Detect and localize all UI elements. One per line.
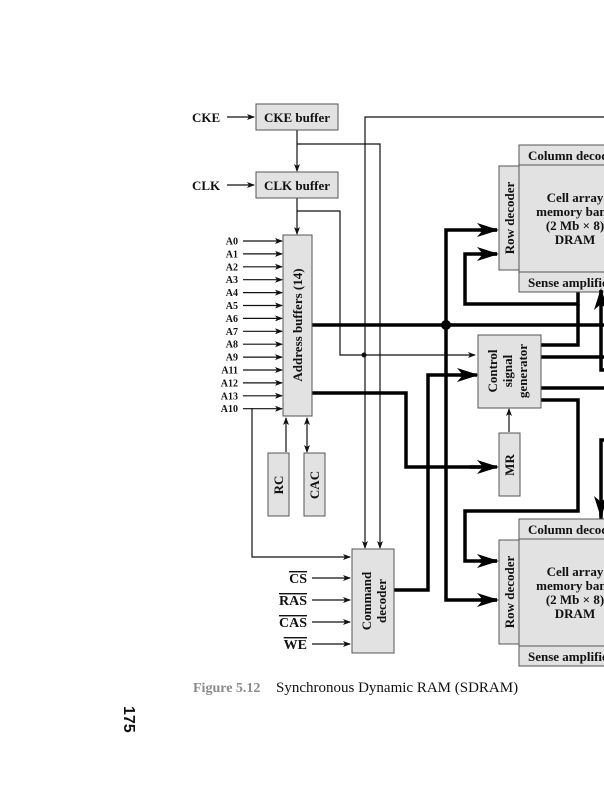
clk-buffer: CLK buffer <box>255 171 339 199</box>
thin-wires <box>227 114 604 560</box>
figure-title: Synchronous Dynamic RAM (SDRAM) <box>276 680 518 696</box>
command-decoder-label-1: Command <box>359 571 374 630</box>
address-input-arrows <box>243 238 283 412</box>
control-label-3: generator <box>515 344 530 398</box>
cke-input-label: CKE <box>192 110 220 125</box>
cell-array-top-line-1: Cell array <box>547 190 604 205</box>
junction-dot <box>361 352 367 358</box>
address-buffers: Address buffers (14) <box>282 234 313 417</box>
address-line-label: A2 <box>226 262 238 273</box>
address-line-label: A4 <box>226 288 238 299</box>
address-to-mr-bus <box>312 391 480 469</box>
clk-input-label: CLK <box>192 178 221 193</box>
memory-bank-top: Column decoder Row decoder Cell array me… <box>498 144 604 293</box>
address-line-label: A13 <box>221 391 238 402</box>
command-decoder-label-2: decoder <box>374 579 389 623</box>
row-decoder-top-label: Row decoder <box>502 181 517 254</box>
address-line-label: A8 <box>226 340 238 351</box>
cell-array-bottom-line-2: memory bank <box>536 578 604 593</box>
page-number: 175 <box>120 706 137 733</box>
cell-array-top-line-3: (2 Mb × 8) <box>546 218 604 233</box>
bottom-loop-bus <box>463 398 580 563</box>
control-input-arrows <box>312 575 351 647</box>
mr-label: MR <box>502 454 517 476</box>
sense-amplifier-bottom-label: Sense amplifier <box>528 649 604 664</box>
column-decoder-top-label: Column decoder <box>528 148 604 163</box>
column-decoder-bottom-label: Column decoder <box>528 522 604 537</box>
address-line-label: A5 <box>226 301 238 312</box>
rc-block: RC <box>267 452 290 517</box>
address-line-label: A1 <box>226 249 238 260</box>
control-line-label: WE <box>284 638 307 653</box>
command-decoder: Command decoder <box>351 548 395 654</box>
cac-label: CAC <box>307 471 322 499</box>
control-line-label: CS <box>289 572 307 587</box>
command-to-control-bus <box>394 373 470 592</box>
rc-label: RC <box>271 476 286 495</box>
mr-block: MR <box>498 432 521 497</box>
right-bus-up <box>599 282 604 372</box>
cell-array-bottom-line-1: Cell array <box>547 564 604 579</box>
cell-array-bottom-line-3: (2 Mb × 8) <box>546 592 604 607</box>
control-label-1: Control <box>485 349 500 392</box>
control-signal-generator: Control signal generator <box>477 334 542 409</box>
sense-amplifier-top-label: Sense amplifier <box>528 275 604 290</box>
address-buffers-label: Address buffers (14) <box>290 268 305 381</box>
clk-to-control-wire <box>297 210 476 358</box>
address-line-label: A0 <box>226 237 238 248</box>
row-decoder-bottom-label: Row decoder <box>502 555 517 628</box>
thick-buses <box>312 223 604 607</box>
address-line-label: A9 <box>226 353 238 364</box>
address-line-label: A12 <box>221 378 238 389</box>
control-out-1 <box>541 304 580 347</box>
cell-array-top-line-2: memory bank <box>536 204 604 219</box>
cke-buffer: CKE buffer <box>255 103 339 131</box>
figure-number: Figure 5.12 <box>193 681 260 696</box>
control-line-label: CAS <box>279 616 307 631</box>
cell-array-bottom-line-4: DRAM <box>555 606 595 621</box>
address-line-label: A7 <box>226 327 238 338</box>
address-line-label: A3 <box>226 275 238 286</box>
cell-array-top-line-4: DRAM <box>555 232 595 247</box>
top-loop-bus <box>463 252 580 306</box>
cke-to-command-wire <box>297 143 383 549</box>
control-line-label: RAS <box>279 594 307 609</box>
clk-buffer-label: CLK buffer <box>264 178 330 193</box>
control-label-2: signal <box>500 354 515 387</box>
address-line-label: A11 <box>221 366 238 377</box>
memory-bank-bottom: Column decoder Row decoder Cell array me… <box>498 518 604 667</box>
right-bus-down <box>599 438 604 520</box>
cke-buffer-label: CKE buffer <box>264 110 330 125</box>
cac-block: CAC <box>303 452 326 517</box>
address-line-label: A10 <box>221 404 238 415</box>
control-line-labels: CS RAS CAS WE <box>279 572 307 653</box>
address-line-label: A6 <box>226 314 238 325</box>
top-bus-wire <box>362 116 604 549</box>
row-address-bus <box>444 228 497 602</box>
a10-to-command-wire <box>251 408 351 560</box>
